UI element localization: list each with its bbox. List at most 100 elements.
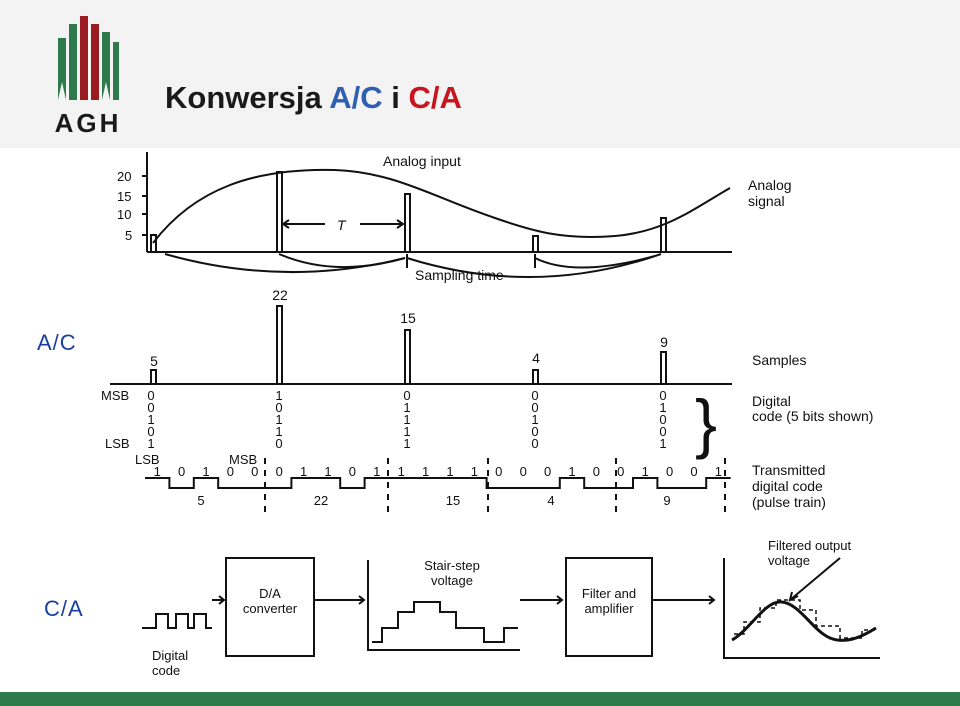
ac-conversion-figure: 20 15 10 5 Analog input T Sampling time …	[95, 148, 930, 518]
svg-text:0: 0	[659, 412, 666, 427]
train-bit: 0	[495, 464, 502, 479]
svg-text:0: 0	[659, 424, 666, 439]
analog-input-label: Analog input	[383, 153, 461, 169]
msb-label: MSB	[101, 388, 129, 403]
analog-signal-label: Analog	[748, 177, 792, 193]
svg-text:0: 0	[147, 400, 154, 415]
train-bit: 0	[690, 464, 697, 479]
page-title: Konwersja A/C i C/A	[165, 80, 462, 116]
train-bit: 1	[422, 464, 429, 479]
bit-columns: 00 10 1 10 11 0 01 11 1 00 10 0 01 00 1	[147, 388, 666, 451]
transmitted-label: (pulse train)	[752, 494, 826, 510]
title-ac: A/C	[329, 80, 383, 115]
train-bit: 1	[300, 464, 307, 479]
filter-box	[565, 557, 653, 657]
train-bit: 1	[568, 464, 575, 479]
sample-value: 15	[400, 310, 416, 326]
svg-text:1: 1	[531, 412, 538, 427]
train-bit: 0	[593, 464, 600, 479]
svg-text:0: 0	[659, 388, 666, 403]
digital-code-label: Digital	[152, 648, 188, 663]
svg-text:0: 0	[147, 424, 154, 439]
svg-text:1: 1	[275, 388, 282, 403]
period-label: T	[337, 217, 347, 233]
svg-text:0: 0	[147, 388, 154, 403]
da-label: converter	[243, 601, 298, 616]
filtered-output-label: Filtered output	[768, 538, 851, 553]
svg-text:0: 0	[275, 436, 282, 451]
sampling-time-label: Sampling time	[415, 267, 504, 283]
svg-text:1: 1	[403, 400, 410, 415]
bit-column: 01 00 1	[659, 388, 666, 451]
agh-logo-mark	[58, 16, 119, 100]
train-bit: 1	[398, 464, 405, 479]
stair-label: voltage	[431, 573, 473, 588]
train-bit: 0	[520, 464, 527, 479]
analog-signal-curve	[152, 168, 731, 244]
samples-label: Samples	[752, 352, 806, 368]
ca-section-label: C/A	[44, 596, 84, 621]
train-bit: 1	[446, 464, 453, 479]
train-bit: 0	[227, 464, 234, 479]
train-bit: 0	[544, 464, 551, 479]
sample-value: 4	[532, 350, 540, 366]
slide-header: AGH Konwersja A/C i C/A	[0, 0, 960, 148]
lsb-tag: LSB	[135, 452, 160, 467]
sample-value: 5	[150, 353, 158, 369]
ac-section-label: A/C	[37, 330, 77, 355]
digital-code-pulses	[142, 613, 212, 629]
train-bit: 1	[202, 464, 209, 479]
y-tick: 5	[125, 228, 132, 243]
title-mid: i	[382, 80, 409, 115]
svg-text:0: 0	[531, 436, 538, 451]
svg-text:0: 0	[403, 388, 410, 403]
train-bit: 1	[324, 464, 331, 479]
transmitted-label: Transmitted	[752, 462, 825, 478]
train-bit: 1	[373, 464, 380, 479]
filter-label: Filter and	[582, 586, 636, 601]
train-bit: 0	[276, 464, 283, 479]
svg-text:1: 1	[659, 436, 666, 451]
analog-signal-label: signal	[748, 193, 785, 209]
sample-bar	[660, 351, 667, 385]
transmitted-label: digital code	[752, 478, 823, 494]
filtered-output-curve	[731, 600, 877, 642]
sample-bar	[404, 329, 411, 385]
train-value: 5	[197, 493, 204, 508]
filtered-axes	[723, 558, 880, 659]
svg-text:1: 1	[659, 400, 666, 415]
ca-conversion-figure: Digital code D/A converter Stair-step vo…	[142, 538, 880, 678]
agh-logo: AGH	[55, 16, 122, 136]
train-value: 9	[663, 493, 670, 508]
train-bit: 0	[349, 464, 356, 479]
footer-bar	[0, 692, 960, 706]
filtered-output-label: voltage	[768, 553, 810, 568]
msb-tag: MSB	[229, 452, 257, 467]
stair-step-voltage	[372, 601, 518, 643]
svg-text:0: 0	[531, 388, 538, 403]
train-value: 4	[547, 493, 554, 508]
train-bit: 1	[471, 464, 478, 479]
pulse-train	[145, 477, 731, 489]
logo-text: AGH	[55, 108, 122, 136]
train-bit: 0	[617, 464, 624, 479]
sample-bar	[150, 369, 157, 385]
sample-value: 9	[660, 334, 668, 350]
word-separators	[264, 458, 726, 513]
stair-axes	[367, 560, 520, 651]
train-value: 22	[314, 493, 328, 508]
train-value: 15	[446, 493, 460, 508]
stair-label: Stair-step	[424, 558, 480, 573]
y-tick: 20	[117, 169, 131, 184]
svg-text:0: 0	[531, 424, 538, 439]
svg-text:1: 1	[275, 412, 282, 427]
train-bit: 1	[642, 464, 649, 479]
lsb-label: LSB	[105, 436, 130, 451]
y-tick: 15	[117, 189, 131, 204]
brace-icon: }	[695, 386, 717, 460]
da-converter-box	[225, 557, 315, 657]
bit-column: 01 11 1	[403, 388, 410, 451]
sample-value: 22	[272, 287, 288, 303]
train-bit: 0	[178, 464, 185, 479]
